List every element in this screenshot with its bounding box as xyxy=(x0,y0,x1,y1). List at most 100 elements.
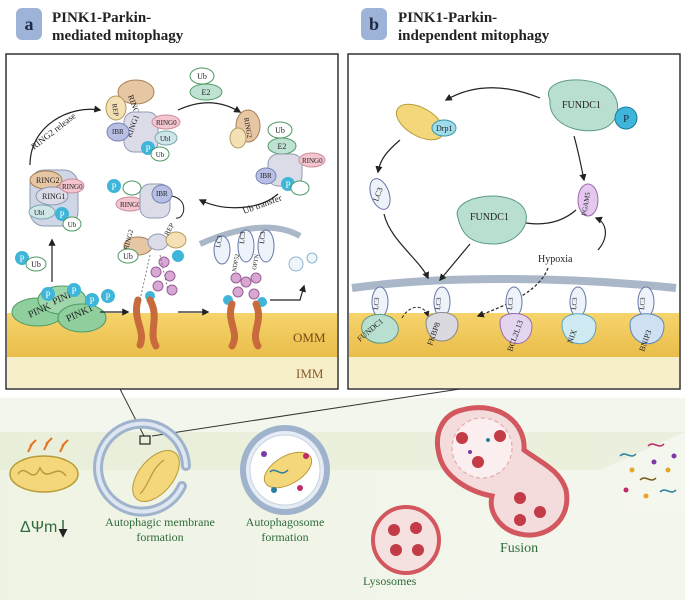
fundc1-middle: FUNDC1 xyxy=(456,195,527,245)
ibr-label: IBR xyxy=(260,172,272,180)
phagophore-membrane xyxy=(351,275,677,292)
fundc1-phospho: FUNDC1 P xyxy=(547,79,638,132)
ub-label: Ub xyxy=(197,72,207,81)
panel-b-title-line1: PINK1-Parkin- xyxy=(398,10,497,26)
parkin-autoinhibited: RING2 RING1 RING0 Ubl P Ub xyxy=(28,169,85,232)
fundc1-label: FUNDC1 xyxy=(470,212,509,223)
arrow-fundc1-lc3 xyxy=(439,243,471,282)
parkin-open: RING2 REP RING1 IBR RING0 Ubl P Ub xyxy=(105,79,181,162)
lc3-label: LC3 xyxy=(372,297,381,311)
vesicle xyxy=(288,256,304,272)
arrow-to-lc3 xyxy=(375,139,401,174)
arrow-dashed-fkbp8 xyxy=(401,306,430,319)
e2-label: E2 xyxy=(202,88,211,97)
lc3-label: LC3 xyxy=(570,297,579,311)
panel-a-title-line2: mediated mitophagy xyxy=(52,28,184,44)
parkin-active: P RING0 IBR xyxy=(107,179,185,219)
lysosomes-label: Lysosomes xyxy=(363,574,417,588)
lysosome xyxy=(371,505,441,575)
arrow-e2-binding xyxy=(177,102,242,113)
p-label: P xyxy=(111,182,116,192)
p-ub-pair: P Ub xyxy=(15,251,47,272)
ub-label: Ub xyxy=(156,151,165,159)
arrow-lc3-down xyxy=(383,213,429,280)
arrow-drp1 xyxy=(444,87,541,101)
autophagosome-label-2: formation xyxy=(261,530,308,544)
ring0-label: RING0 xyxy=(62,183,83,191)
arrow-pgam5 xyxy=(573,135,587,182)
pgam5: PGAM5 xyxy=(577,183,599,217)
p-label: P xyxy=(45,290,50,300)
phospho-p xyxy=(41,287,55,301)
ub-label: Ub xyxy=(123,252,133,261)
damaged-mitochondrion xyxy=(9,437,79,493)
rep-label: REP xyxy=(110,103,120,117)
arrow-hypoxia-pgam5 xyxy=(594,216,606,251)
p-label: P xyxy=(285,180,290,190)
receptor-fkbp8: LC3 FKBP8 xyxy=(425,286,459,347)
receptor-bnip3: LC3 BNIP3 xyxy=(629,286,665,353)
parkin-e2-bound: RING2 Ub E2 RING0 IBR P xyxy=(229,109,326,196)
panel-a-title-line1: PINK1-Parkin- xyxy=(52,10,151,26)
autolysosome-fusion xyxy=(434,405,570,538)
receptor-nix: LC3 NIX xyxy=(561,286,597,345)
lc3-label: LC3 xyxy=(258,231,267,245)
p-label: P xyxy=(105,292,110,302)
hypoxia-label: Hypoxia xyxy=(538,254,573,265)
panel-a-badge xyxy=(16,8,42,40)
p-label: P xyxy=(19,254,24,264)
parkin-on-omm: RING2 REP Ub xyxy=(117,222,187,350)
vesicle xyxy=(306,252,318,264)
ring2-label: RING2 xyxy=(242,117,254,139)
receptor-fundc1: LC3 FUNDC1 xyxy=(356,286,399,344)
p-label: P xyxy=(89,296,94,306)
ubl-label: Ubl xyxy=(34,209,45,217)
autophagic-membrane xyxy=(93,418,191,517)
p-label: P xyxy=(145,144,150,154)
bottom-backdrop xyxy=(0,398,685,600)
lc3-label: LC3 xyxy=(214,234,224,248)
autophagosome xyxy=(240,425,330,515)
ring0-label: RING0 xyxy=(302,157,323,165)
lc3-label: LC3 xyxy=(638,297,647,311)
omm-label: OMM xyxy=(293,330,326,345)
phospho-p xyxy=(67,283,81,297)
header-a: a PINK1-Parkin- mediated mitophagy xyxy=(16,8,184,44)
ring0-label: RING0 xyxy=(120,201,141,209)
ring2-label: RING2 xyxy=(36,176,60,185)
phospho-p xyxy=(85,293,99,307)
ndp52-label: NDP52 xyxy=(232,254,241,273)
pink1-cluster: PINK PINK PINK1 P P P xyxy=(11,283,107,333)
panel-b-badge xyxy=(361,8,387,40)
zoom-box xyxy=(139,435,151,445)
panel-a: OMM IMM PINK PINK PINK1 P P P P Ub xyxy=(5,53,339,390)
arrow-hypoxia-dashed xyxy=(476,267,549,318)
lc3-free: LC3 xyxy=(369,178,391,210)
delta-psi-label: ΔΨm xyxy=(20,519,57,536)
zoom-line-right xyxy=(151,388,461,437)
arrow-ring2-release xyxy=(29,105,102,166)
autophagosome-label-1: Autophagosome xyxy=(246,515,325,529)
panel-b: FUNDC1 P Drp1 LC3 PGAM5 FUNDC1 xyxy=(347,53,681,390)
p-label: P xyxy=(59,210,64,220)
fusion-label: Fusion xyxy=(500,541,538,556)
lc3-label: LC3 xyxy=(238,231,247,245)
ibr-label: IBR xyxy=(112,128,124,136)
ubl-label: Ubl xyxy=(160,135,171,143)
ub-label: Ub xyxy=(68,221,77,229)
adaptor-lc3-complex: LC3 LC3 LC3 NDP52 OPTN xyxy=(198,224,302,350)
e2-label: E2 xyxy=(278,142,287,151)
lc3-label: LC3 xyxy=(434,297,443,311)
p-label: P xyxy=(71,286,76,296)
panel-a-letter: a xyxy=(25,14,34,34)
drp1-mito: Drp1 xyxy=(395,103,457,141)
p-label: P xyxy=(623,113,629,125)
ring0-label: RING0 xyxy=(156,119,177,127)
fundc1-label: FUNDC1 xyxy=(562,100,601,111)
lc3-label: LC3 xyxy=(506,297,515,311)
ub-label: Ub xyxy=(275,126,285,135)
imm-layer xyxy=(7,357,337,388)
panel-b-title-line2: independent mitophagy xyxy=(398,28,550,44)
header-b: b PINK1-Parkin- independent mitophagy xyxy=(361,8,550,44)
